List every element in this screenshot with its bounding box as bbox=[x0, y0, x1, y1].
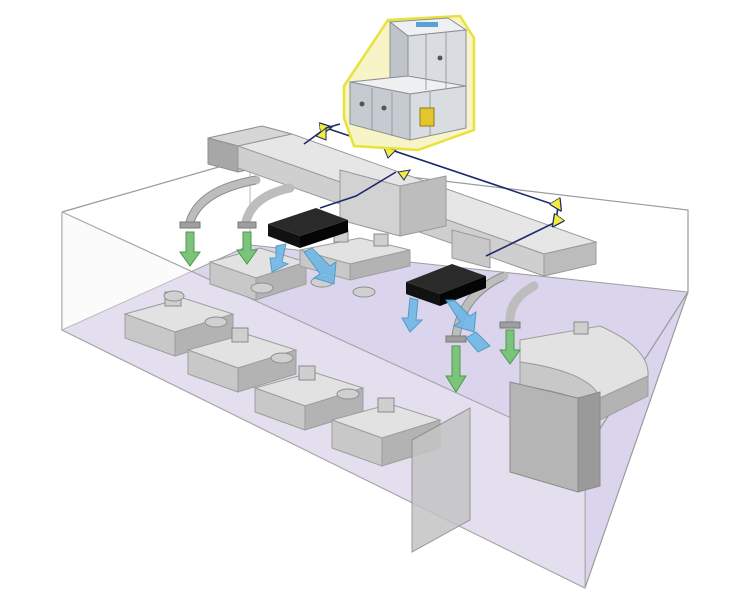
reception-desk bbox=[519, 321, 649, 421]
blue-arrow-5 bbox=[465, 331, 491, 353]
partition-center bbox=[411, 407, 471, 553]
front-wall-left-top bbox=[61, 211, 586, 453]
partition-right-side bbox=[577, 391, 601, 493]
discharge-arrows bbox=[269, 243, 491, 353]
workstations bbox=[123, 229, 649, 553]
supply-arrows bbox=[179, 231, 521, 393]
desk-row4 bbox=[330, 397, 442, 467]
blue-arrow-1 bbox=[269, 243, 290, 273]
branch-left-1 bbox=[185, 175, 261, 227]
ahu-logo-plate bbox=[416, 22, 438, 27]
branch-ducts bbox=[185, 175, 539, 341]
front-wall-right-bottom bbox=[584, 291, 689, 589]
fan-coil-unit-right bbox=[406, 264, 486, 306]
pipe-return bbox=[325, 123, 341, 129]
diffusers bbox=[179, 221, 521, 343]
duct-riser-side bbox=[399, 175, 447, 237]
pipe-to-fcu-left bbox=[319, 171, 397, 209]
duct-drop bbox=[451, 229, 491, 269]
ahu-fan-yellow bbox=[419, 107, 435, 127]
green-arrow-2 bbox=[236, 231, 258, 265]
green-arrow-4 bbox=[499, 329, 521, 365]
ahu-handle-1 bbox=[359, 101, 365, 107]
ahu-handle-2 bbox=[381, 105, 387, 111]
blue-arrow-4 bbox=[445, 299, 477, 333]
pipe-marker-3 bbox=[397, 169, 411, 181]
duct-trunk-end bbox=[543, 241, 597, 277]
front-wall-left-bottom bbox=[61, 329, 586, 589]
branch-left-2 bbox=[241, 183, 295, 227]
green-arrow-3 bbox=[445, 345, 467, 393]
green-arrow-1 bbox=[179, 231, 201, 267]
blue-arrow-2 bbox=[303, 247, 337, 285]
partition-right bbox=[509, 381, 579, 493]
blue-arrow-3 bbox=[401, 297, 424, 333]
branch-right-2 bbox=[505, 281, 539, 329]
ahu-lower-side bbox=[349, 81, 411, 141]
branch-right-1 bbox=[451, 271, 509, 341]
pipe-marker-1 bbox=[315, 126, 327, 141]
air-handling-unit bbox=[342, 14, 476, 152]
ahu-handle-3 bbox=[437, 55, 443, 61]
